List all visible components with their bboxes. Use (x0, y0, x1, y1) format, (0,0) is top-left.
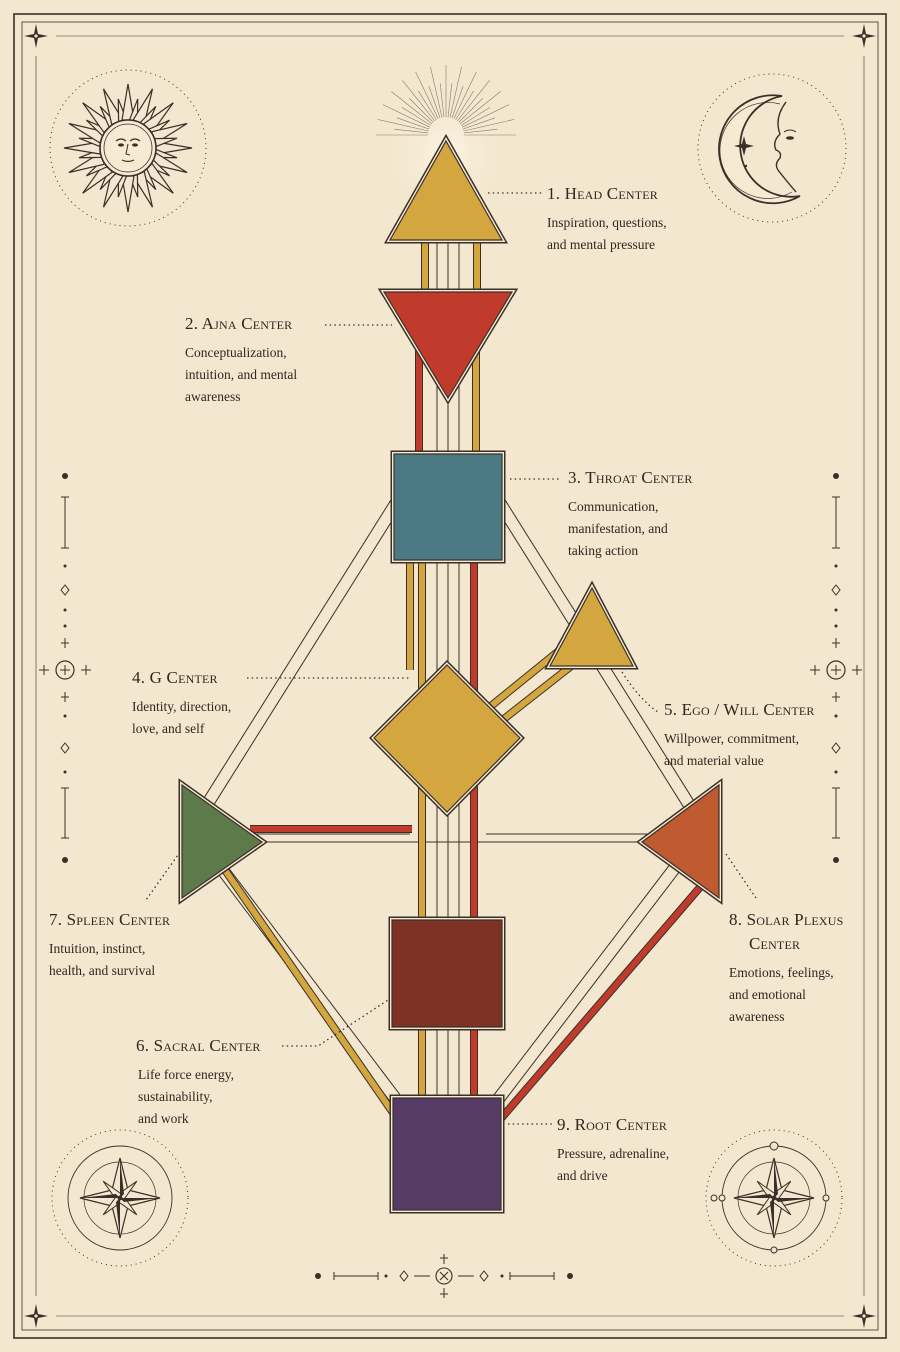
center-title-line-2: Center (749, 934, 801, 953)
center-description: Inspiration, questions,and mental pressu… (547, 215, 667, 252)
center-title: 1. Head Center (547, 184, 658, 203)
crescent-moon-face-icon (697, 73, 847, 223)
throat-center-shape (390, 450, 506, 564)
center-title: 3. Throat Center (568, 468, 693, 487)
center-title: 4. G Center (132, 668, 218, 687)
right-side-ornament-icon (810, 473, 862, 863)
center-title: 7. Spleen Center (49, 910, 171, 929)
ego-center-shape (544, 580, 639, 670)
label-throat-center: 3. Throat Center Communication,manifesta… (568, 466, 693, 562)
label-head-center: 1. Head Center Inspiration, questions,an… (547, 182, 667, 256)
left-side-ornament-icon (39, 473, 91, 863)
leader-lines (145, 192, 757, 1125)
center-title: 6. Sacral Center (136, 1036, 261, 1055)
label-ajna-center: 2. Ajna Center Conceptualization,intuiti… (185, 312, 297, 408)
center-description: Identity, direction,love, and self (132, 699, 232, 736)
center-description: Willpower, commitment,and material value (664, 731, 800, 768)
compass-star-icon (705, 1129, 843, 1267)
ajna-center-shape (377, 288, 519, 405)
compass-star-icon (51, 1129, 189, 1267)
label-spleen-center: 7. Spleen Center Intuition, instinct,hea… (49, 908, 170, 982)
center-description: Life force energy,sustainability,and wor… (138, 1067, 234, 1126)
label-solar-plexus-center: 8. Solar Plexus Center Emotions, feeling… (729, 908, 844, 1028)
label-sacral-center: 6. Sacral Center Life force energy,susta… (136, 1034, 261, 1130)
sun-face-icon (49, 69, 207, 227)
label-ego-center: 5. Ego / Will Center Willpower, commitme… (664, 698, 815, 772)
sacral-center-shape (388, 916, 506, 1031)
g-center-shape (369, 660, 525, 817)
head-center-shape (383, 133, 509, 244)
center-title: 2. Ajna Center (185, 314, 293, 333)
label-g-center: 4. G Center Identity, direction,love, an… (132, 666, 231, 740)
spleen-center-shape (178, 778, 269, 905)
corner-star-icon (24, 24, 876, 1328)
centers (178, 133, 723, 1214)
solar-plexus-center-shape (636, 778, 723, 905)
center-title: 9. Root Center (557, 1115, 668, 1134)
root-center-shape (389, 1094, 505, 1214)
center-description: Pressure, adrenaline,and drive (557, 1146, 670, 1183)
label-root-center: 9. Root Center Pressure, adrenaline,and … (557, 1113, 669, 1187)
center-title: 5. Ego / Will Center (664, 700, 815, 719)
frame-border (13, 13, 887, 1339)
center-title: 8. Solar Plexus (729, 910, 844, 929)
center-description: Intuition, instinct,health, and survival (49, 941, 156, 978)
ornament-divider-icon (315, 1254, 573, 1298)
